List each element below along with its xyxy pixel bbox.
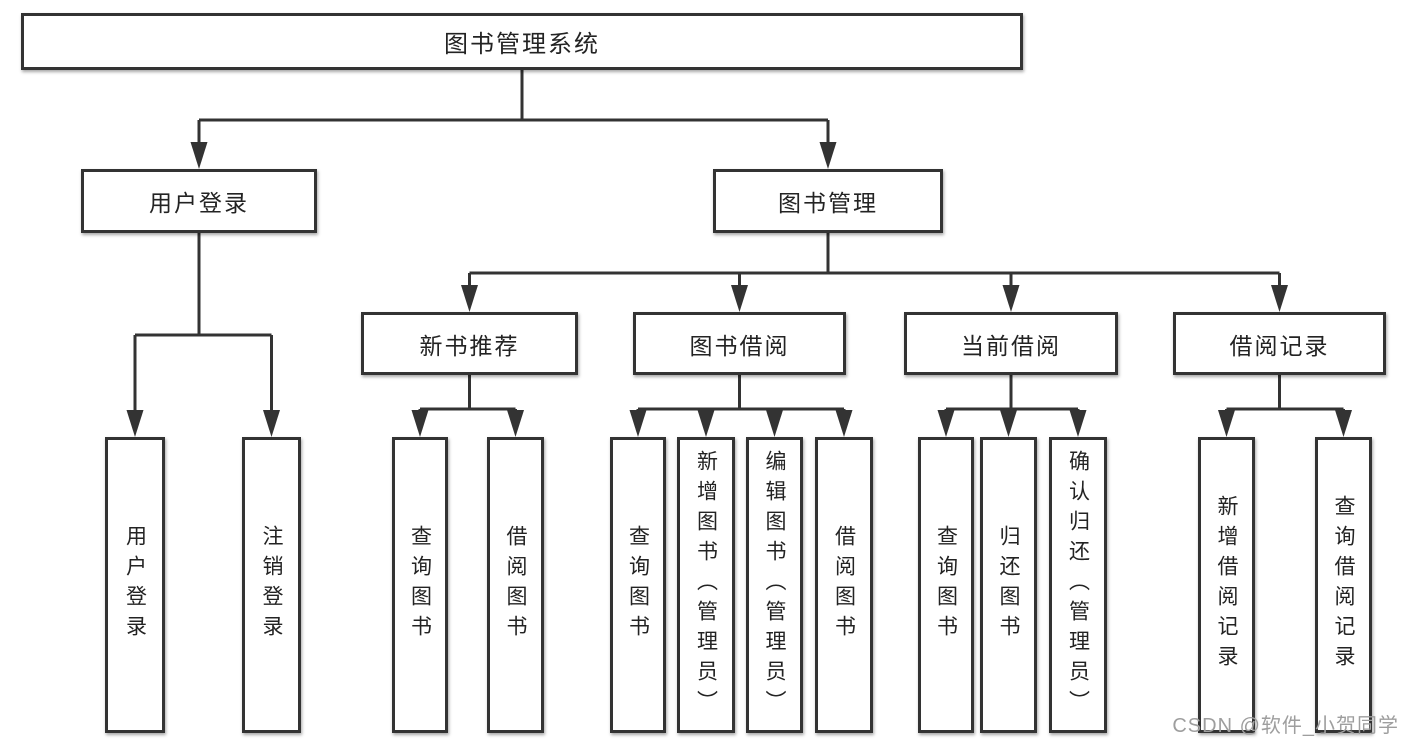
node-label-leaf-logout: 注销登录 [260,525,283,645]
node-label-new-book-rec: 新书推荐 [419,332,520,359]
node-label-bb-query: 查询图书 [626,525,650,645]
node-cb-return: 归还图书 [980,437,1037,733]
node-nb-query: 查询图书 [392,437,448,733]
node-root: 图书管理系统 [21,13,1023,70]
node-label-leaf-user-login: 用户登录 [123,525,147,645]
node-bb-query: 查询图书 [610,437,666,733]
node-label-current-borrow: 当前借阅 [961,332,1061,359]
arrowhead-to-book-borrow [731,285,748,312]
node-label-borrow-records: 借阅记录 [1229,332,1330,359]
node-label-bb-edit: 编辑图书（管理员） [763,450,786,720]
node-leaf-user-login: 用户登录 [105,437,165,733]
node-label-cb-return: 归还图书 [997,525,1020,645]
fork-from-borrow-records [1225,375,1345,414]
node-nb-borrow: 借阅图书 [487,437,544,733]
node-label-user-login: 用户登录 [149,190,249,216]
arrowhead-to-leaf-user-login [126,410,144,437]
arrowhead-to-bb-edit [766,410,783,437]
node-bb-edit: 编辑图书（管理员） [746,437,803,733]
arrowhead-to-user-login [190,142,208,169]
node-new-book-rec: 新书推荐 [361,312,578,375]
fork-from-root [197,70,830,146]
arrowhead-to-nb-borrow [507,410,524,437]
node-user-login: 用户登录 [81,169,317,233]
fork-from-user-login [133,233,273,414]
arrowhead-to-current-borrow [1002,285,1020,312]
arrowhead-to-bb-query [629,410,647,437]
node-label-bb-borrow: 借阅图书 [832,525,856,645]
fork-from-new-book-rec [418,375,517,414]
arrowhead-to-new-book-rec [461,285,478,312]
node-book-borrow: 图书借阅 [633,312,846,375]
arrowhead-to-leaf-logout [263,410,280,437]
fork-from-book-borrow [636,375,846,414]
node-label-bb-add: 新增图书（管理员） [694,450,718,720]
node-label-br-query: 查询借阅记录 [1332,495,1355,675]
node-current-borrow: 当前借阅 [904,312,1118,375]
arrowhead-to-cb-return [1000,410,1017,437]
node-borrow-records: 借阅记录 [1173,312,1386,375]
node-label-nb-query: 查询图书 [408,525,432,645]
arrowhead-to-nb-query [411,410,429,437]
node-label-cb-query: 查询图书 [934,525,958,645]
arrowhead-to-borrow-records [1271,285,1288,312]
node-label-book-mgmt: 图书管理 [778,190,878,216]
node-cb-query: 查询图书 [918,437,974,733]
node-label-cb-confirm: 确认归还（管理员） [1066,450,1090,720]
node-label-nb-borrow: 借阅图书 [504,525,527,645]
node-leaf-logout: 注销登录 [242,437,301,733]
node-bb-add: 新增图书（管理员） [677,437,735,733]
arrowhead-to-bb-add [697,410,715,437]
node-cb-confirm: 确认归还（管理员） [1049,437,1107,733]
arrowhead-to-bb-borrow [835,410,853,437]
node-label-root: 图书管理系统 [444,31,600,58]
arrowhead-to-book-mgmt [819,142,837,169]
arrowhead-to-br-add [1218,410,1235,437]
fork-from-current-borrow [944,375,1080,414]
node-br-query: 查询借阅记录 [1315,437,1372,733]
arrowhead-to-cb-query [937,410,955,437]
fork-from-book-mgmt [468,233,1281,289]
node-label-br-add: 新增借阅记录 [1215,495,1238,675]
node-bb-borrow: 借阅图书 [815,437,873,733]
arrowhead-to-br-query [1335,410,1352,437]
watermark: CSDN @软件_小贺同学 [1172,715,1399,737]
node-book-mgmt: 图书管理 [713,169,943,233]
node-label-book-borrow: 图书借阅 [689,332,790,359]
node-br-add: 新增借阅记录 [1198,437,1255,733]
arrowhead-to-cb-confirm [1069,410,1087,437]
